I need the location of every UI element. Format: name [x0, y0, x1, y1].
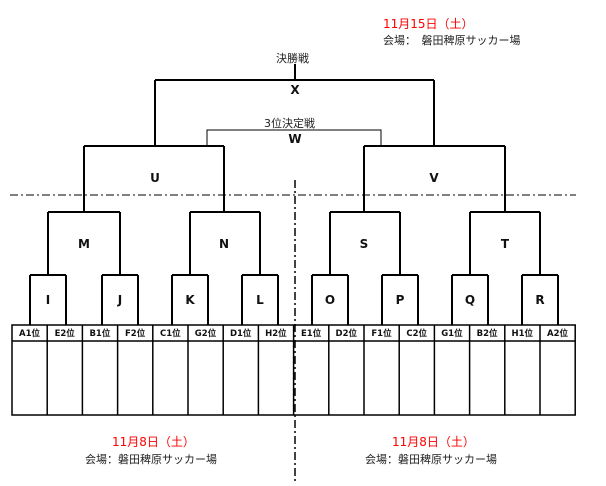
- team-slot-label: B1位: [89, 329, 111, 339]
- team-slot-label: F1位: [371, 329, 392, 339]
- team-table: [11, 324, 576, 416]
- left-venue: 会場：磐田稗原サッカー場: [85, 453, 217, 466]
- match-u: U: [150, 171, 160, 185]
- match-v: V: [429, 171, 439, 185]
- team-slot-label: D2位: [335, 329, 358, 339]
- final-line: [154, 64, 435, 146]
- match-q: Q: [464, 293, 476, 307]
- team-slot-label: B2位: [476, 329, 498, 339]
- match-r: R: [535, 293, 545, 307]
- final-date: 11月15日（土）: [383, 17, 474, 31]
- match-p: P: [395, 293, 405, 307]
- final-title: 決勝戦: [276, 52, 309, 65]
- quarter-lines: [47, 211, 541, 275]
- team-slot-label: E2位: [54, 329, 75, 339]
- team-slot-label: H2位: [265, 329, 287, 339]
- left-date: 11月8日（土）: [112, 435, 195, 449]
- match-o: O: [324, 293, 336, 307]
- match-t: T: [500, 237, 510, 251]
- team-slot-label: C1位: [159, 329, 181, 339]
- match-j: J: [117, 293, 123, 307]
- final-venue: 会場： 磐田稗原サッカー場: [383, 34, 521, 47]
- team-slot-label: H1位: [511, 329, 534, 339]
- team-slot-label: E1位: [300, 329, 322, 339]
- team-slot-label: C2位: [406, 329, 428, 339]
- match-i: I: [45, 293, 51, 307]
- team-slot-label: A2位: [547, 329, 568, 339]
- team-slot-label: D1位: [229, 329, 252, 339]
- team-slot-label: A1位: [19, 329, 40, 339]
- match-n: N: [218, 237, 230, 251]
- team-slot-label: F2位: [124, 329, 146, 339]
- right-date: 11月8日（土）: [392, 435, 475, 449]
- team-slot-label: G1位: [441, 329, 463, 339]
- round16-lines: [29, 274, 559, 325]
- match-l: L: [256, 293, 264, 307]
- match-s: S: [359, 237, 369, 251]
- match-m: M: [78, 237, 90, 251]
- match-x: X: [290, 83, 300, 97]
- semi-v-line: [363, 145, 506, 212]
- semi-u-line: [83, 145, 225, 212]
- team-slot-label: G2位: [194, 329, 217, 339]
- match-k: K: [185, 293, 195, 307]
- match-w: W: [288, 132, 302, 146]
- third-place-title: 3位決定戦: [264, 117, 315, 130]
- right-venue: 会場：磐田稗原サッカー場: [365, 453, 497, 466]
- third-place-line: [206, 129, 382, 146]
